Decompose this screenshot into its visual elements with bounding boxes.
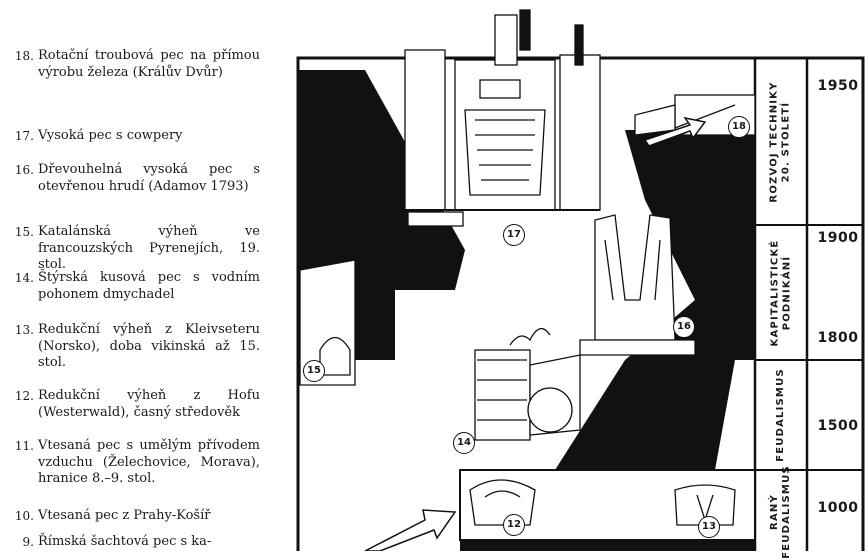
legend-number: 18. bbox=[14, 49, 34, 63]
legend-text: Římská šachtová pec s ka- bbox=[38, 534, 212, 549]
era-label: RANÝ FEUDALISMUS bbox=[769, 464, 792, 558]
year-label: 1500 bbox=[817, 418, 859, 434]
era-label-box: ROZVOJ TECHNIKY 20. STOLETÍ bbox=[755, 60, 807, 223]
era-label: KAPITALISTICKÉ PODNIKÁNÍ bbox=[769, 239, 793, 346]
year-label: 1950 bbox=[817, 78, 859, 94]
era-label-box: FEUDALISMUS bbox=[755, 362, 807, 468]
era-label: ROZVOJ TECHNIKY 20. STOLETÍ bbox=[769, 80, 793, 203]
legend-text: Redukční výheň z Kleivseteru (Norsko), d… bbox=[38, 322, 260, 370]
legend-number: 15. bbox=[14, 225, 34, 239]
figure-badge-13: 13 bbox=[698, 516, 720, 538]
catalan-forge-illustration bbox=[299, 259, 356, 386]
year-label: 1000 bbox=[817, 500, 859, 516]
legend-list: 18. Rotační troubová pec na přímou výrob… bbox=[0, 0, 262, 551]
blast-furnace-illustration bbox=[404, 9, 601, 227]
legend-text: Štýrská kusová pec s vodním pohonem dmyc… bbox=[38, 270, 260, 302]
legend-number: 11. bbox=[14, 439, 34, 453]
illustration-canvas bbox=[296, 9, 865, 551]
era-label-box: KAPITALISTICKÉ PODNIKÁNÍ bbox=[755, 227, 807, 358]
legend-text: Vtesaná pec z Prahy-Košíř bbox=[38, 508, 211, 523]
year-label: 1800 bbox=[817, 330, 859, 346]
legend-text: Rotační troubová pec na přímou výrobu že… bbox=[38, 48, 260, 80]
early-furnace-illustrations bbox=[469, 479, 736, 526]
progress-arrow bbox=[643, 116, 707, 147]
legend-text: Vtesaná pec s umělým přívodem vzduchu (Ž… bbox=[38, 438, 260, 486]
charcoal-furnace-illustration bbox=[579, 214, 696, 356]
legend-text: Redukční výheň z Hofu (Westerwald), časn… bbox=[38, 388, 260, 420]
furnace-evolution-illustration: 1950 1900 1800 1500 1000 ROZVOJ TECHNIKY… bbox=[295, 0, 867, 558]
legend-text: Katalánská výheň ve francouzských Pyrene… bbox=[38, 224, 260, 272]
figure-badge-12: 12 bbox=[503, 514, 525, 536]
legend-text: Dřevouhelná vysoká pec s otevřenou hrudí… bbox=[38, 162, 260, 194]
figure-badge-14: 14 bbox=[453, 432, 475, 454]
era-label: FEUDALISMUS bbox=[775, 368, 786, 462]
legend-number: 9. bbox=[22, 535, 34, 549]
legend-number: 17. bbox=[14, 129, 34, 143]
figure-badge-18: 18 bbox=[728, 116, 750, 138]
legend-text: Vysoká pec s cowpery bbox=[38, 128, 183, 143]
figure-badge-15: 15 bbox=[303, 360, 325, 382]
legend-number: 12. bbox=[14, 389, 34, 403]
legend-number: 10. bbox=[14, 509, 34, 523]
styrian-furnace-illustration bbox=[474, 328, 581, 441]
entry-arrow bbox=[364, 509, 457, 551]
legend-number: 14. bbox=[14, 271, 34, 285]
figure-badge-16: 16 bbox=[673, 316, 695, 338]
year-label: 1900 bbox=[817, 230, 859, 246]
figure-badge-17: 17 bbox=[503, 224, 525, 246]
era-label-box: RANÝ FEUDALISMUS bbox=[755, 465, 807, 558]
legend-number: 13. bbox=[14, 323, 34, 337]
legend-number: 16. bbox=[14, 163, 34, 177]
